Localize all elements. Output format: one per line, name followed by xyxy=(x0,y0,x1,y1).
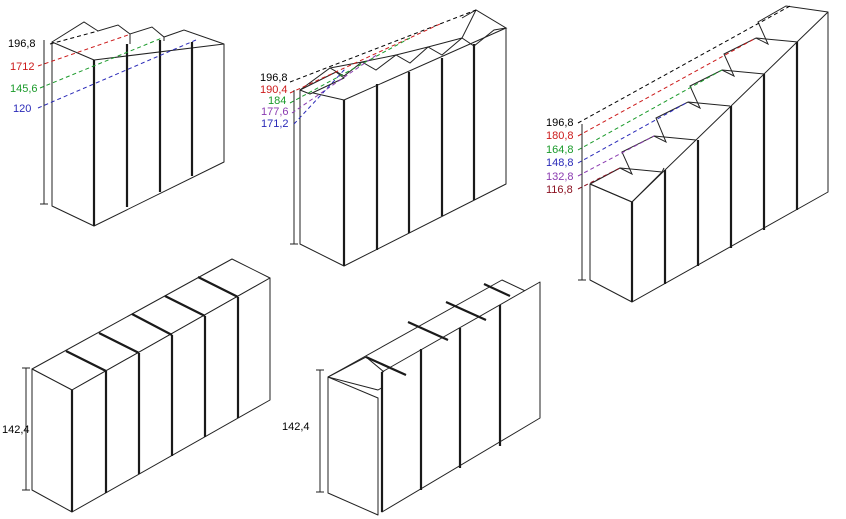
wardrobe-3-side xyxy=(589,183,633,303)
wardrobe-5-side xyxy=(327,376,379,516)
wardrobe-4-height-label: 142,4 xyxy=(2,424,30,436)
wardrobe-2: 196,8 190,4 184 177,6 171,2 xyxy=(260,9,508,267)
wardrobe-1-label-3: 120 xyxy=(13,103,31,115)
wardrobe-3-label-4: 132,8 xyxy=(546,171,574,183)
wardrobe-3-label-5: 116,8 xyxy=(546,184,573,196)
wardrobe-5-height-label: 142,4 xyxy=(282,421,310,433)
wardrobe-2-side xyxy=(299,89,345,267)
wardrobe-1-label-0: 196,8 xyxy=(8,38,36,50)
wardrobe-2-label-4: 171,2 xyxy=(261,118,289,130)
wardrobe-5: 142,4 xyxy=(282,279,541,516)
wardrobe-2-front xyxy=(343,27,507,267)
wardrobe-2-label-3: 177,6 xyxy=(261,106,289,118)
wardrobe-4-side xyxy=(31,368,73,513)
wardrobe-3-label-2: 164,8 xyxy=(546,144,574,156)
wardrobe-3-label-0: 196,8 xyxy=(546,117,574,129)
wardrobe-1: 196,8 1712 145,6 120 xyxy=(8,21,225,227)
wardrobe-4: 142,4 xyxy=(2,258,271,513)
wardrobe-1-side xyxy=(51,41,95,227)
wardrobe-3-label-3: 148,8 xyxy=(546,157,574,169)
wardrobe-3-label-1: 180,8 xyxy=(546,130,574,142)
wardrobe-2-label-2: 184 xyxy=(268,95,286,107)
wardrobe-1-label-1: 1712 xyxy=(10,61,34,73)
wardrobe-1-label-2: 145,6 xyxy=(10,83,38,95)
wardrobe-3: 196,8 180,8 164,8 148,8 132,8 116,8 xyxy=(546,5,829,303)
wardrobe-2-label-0: 196,8 xyxy=(260,72,288,84)
wardrobe-2-label-1: 190,4 xyxy=(260,84,288,96)
